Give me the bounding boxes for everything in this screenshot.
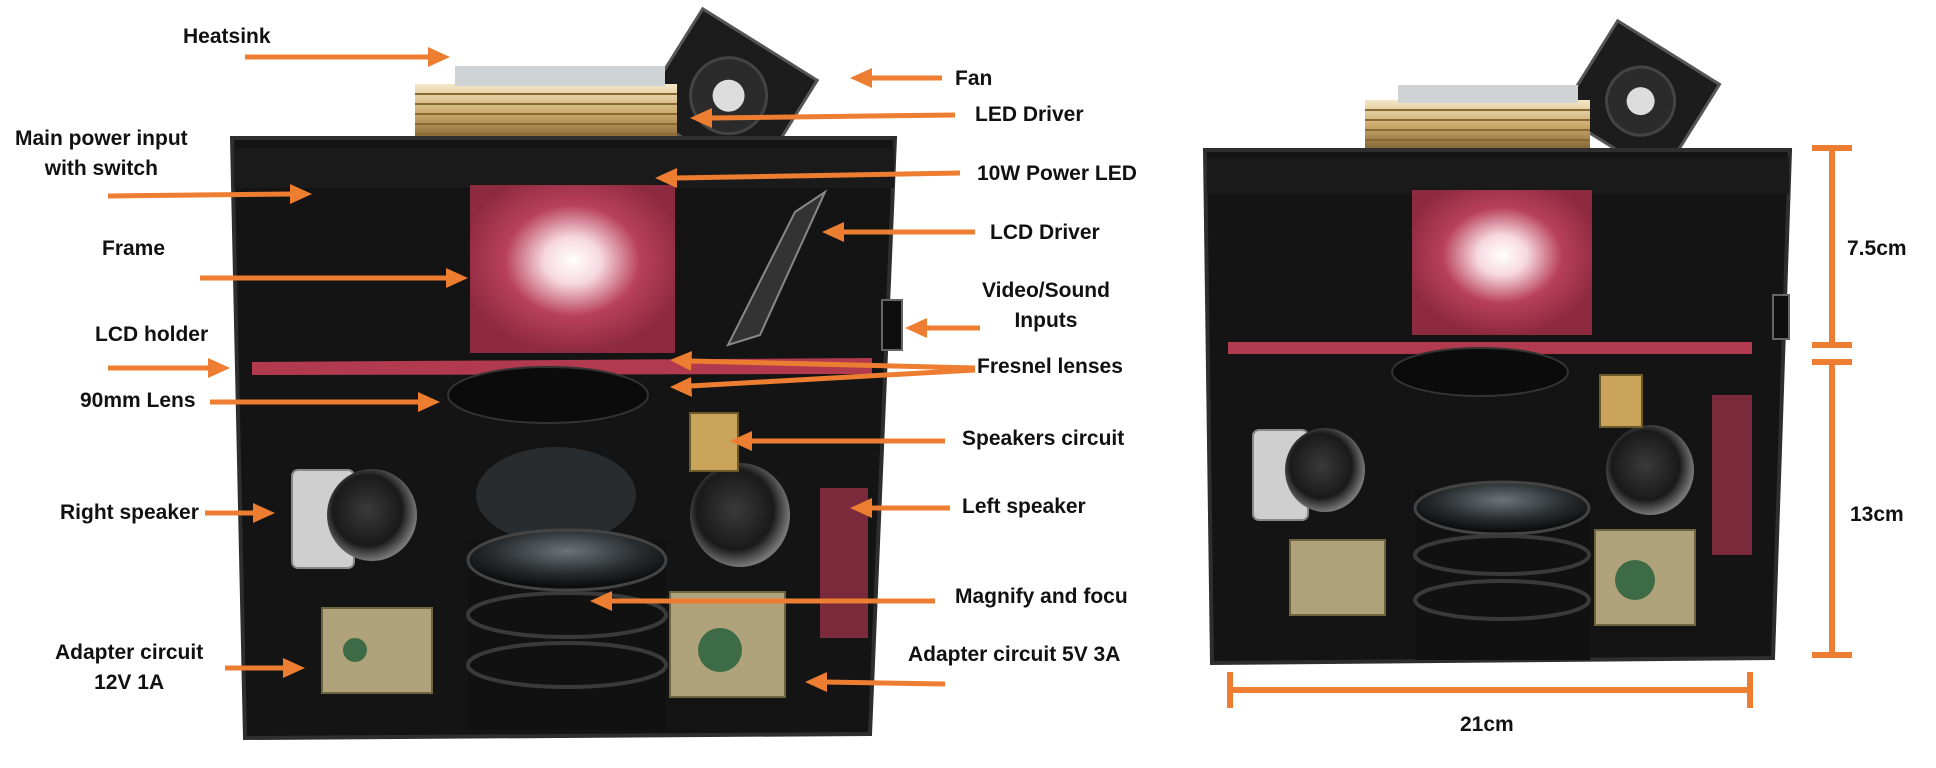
right-projector-photo bbox=[1202, 18, 1793, 666]
label-magnify: Magnify and focu bbox=[955, 585, 1128, 608]
label-heatsink: Heatsink bbox=[183, 25, 271, 48]
right-speaker-unit bbox=[291, 469, 417, 569]
label-main-power: Main power input with switch bbox=[15, 127, 188, 180]
lcd-driver-board bbox=[726, 189, 828, 347]
lens-90mm bbox=[447, 366, 649, 424]
label-dim-top-height: 7.5cm bbox=[1847, 237, 1907, 260]
case-body bbox=[229, 136, 898, 741]
label-adapter-12v: Adapter circuit 12V 1A bbox=[55, 641, 204, 694]
label-lcd-holder: LCD holder bbox=[95, 323, 209, 346]
label-speakers-circuit: Speakers circuit bbox=[962, 427, 1125, 450]
dimension-markers bbox=[1227, 145, 1852, 708]
label-adapter-5v: Adapter circuit 5V 3A bbox=[908, 643, 1121, 666]
speakers-circuit-board bbox=[689, 412, 739, 472]
label-fresnel-lenses: Fresnel lenses bbox=[977, 355, 1123, 378]
label-led-driver: LED Driver bbox=[975, 103, 1084, 126]
label-video-sound: Video/Sound Inputs bbox=[982, 279, 1110, 332]
label-dim-width: 21cm bbox=[1460, 713, 1514, 736]
label-power-led: 10W Power LED bbox=[977, 162, 1137, 185]
label-frame: Frame bbox=[102, 237, 166, 260]
adapter-board-12v bbox=[321, 607, 433, 694]
label-left-speaker: Left speaker bbox=[962, 495, 1086, 518]
magnifier-stack bbox=[466, 528, 668, 730]
left-projector-photo bbox=[229, 6, 903, 741]
label-fan: Fan bbox=[955, 67, 993, 90]
annotation-arrows bbox=[107, 47, 980, 692]
label-right-speaker: Right speaker bbox=[60, 501, 199, 524]
label-lcd-driver: LCD Driver bbox=[990, 221, 1100, 244]
label-dim-bottom-height: 13cm bbox=[1850, 503, 1904, 526]
left-speaker-unit bbox=[690, 463, 868, 638]
frame-box bbox=[470, 185, 675, 353]
label-90mm-lens: 90mm Lens bbox=[80, 389, 196, 412]
